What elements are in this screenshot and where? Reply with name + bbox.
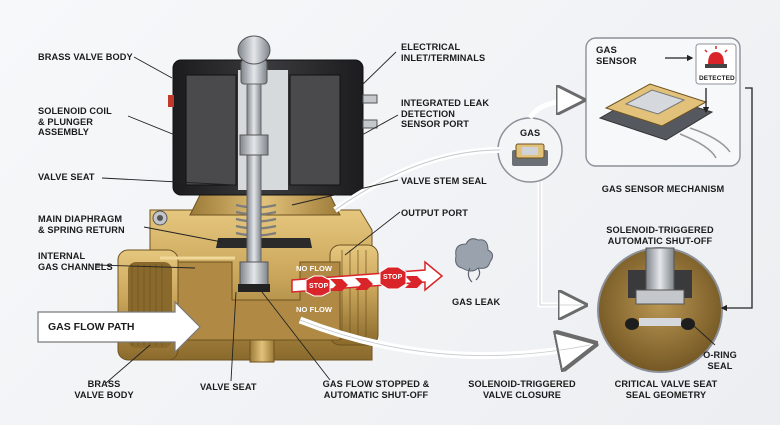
label-solenoid-coil: SOLENOID COIL & PLUNGER ASSEMBLY xyxy=(38,106,112,137)
label-internal-channels: INTERNAL GAS CHANNELS xyxy=(38,251,113,272)
label-main-diaphragm: MAIN DIAPHRAGM & SPRING RETURN xyxy=(38,214,125,235)
label-valve-seat-left: VALVE SEAT xyxy=(38,172,95,182)
label-detected: DETECTED xyxy=(699,75,735,82)
label-critical-valve-seat: CRITICAL VALVE SEAT SEAL GEOMETRY xyxy=(614,379,718,400)
stop-sign-2 xyxy=(379,266,407,290)
label-gas-sensor-mechanism: GAS SENSOR MECHANISM xyxy=(601,184,725,194)
stop-sign-1 xyxy=(305,275,331,297)
label-solenoid-triggered-closure: SOLENOID-TRIGGERED VALVE CLOSURE xyxy=(468,379,576,400)
flow-connector-arrows xyxy=(298,54,753,356)
plunger-stem xyxy=(237,35,271,292)
label-oring-seal: O-RING SEAL xyxy=(703,350,737,371)
label-gas-flow-path: GAS FLOW PATH xyxy=(48,321,135,333)
label-integrated-leak: INTEGRATED LEAK DETECTION SENSOR PORT xyxy=(401,98,490,129)
label-leader-lines xyxy=(95,51,716,384)
label-no-flow-bottom: NO FLOW xyxy=(296,305,333,314)
gas-flow-path-arrow xyxy=(37,300,201,354)
brass-valve-body xyxy=(117,194,379,363)
valve-seat-detail-circle xyxy=(597,247,723,373)
label-brass-valve-body-top: BRASS VALVE BODY xyxy=(38,52,133,62)
label-brass-valve-body-bottom: BRASS VALVE BODY xyxy=(74,379,134,400)
label-gas-sensor: GAS SENSOR xyxy=(596,45,637,67)
label-solenoid-triggered-auto: SOLENOID-TRIGGERED AUTOMATIC SHUT-OFF xyxy=(606,225,714,246)
gas-leak-cloud-icon xyxy=(455,238,494,283)
alert-siren-icon xyxy=(704,46,728,53)
label-valve-seat-bottom: VALVE SEAT xyxy=(200,382,257,392)
label-stop-1: STOP xyxy=(309,283,329,290)
label-valve-stem-seal: VALVE STEM SEAL xyxy=(401,176,487,186)
label-gas-flow-stopped: GAS FLOW STOPPED & AUTOMATIC SHUT-OFF xyxy=(322,379,430,400)
gas-sensor-panel xyxy=(585,37,741,167)
label-no-flow-top: NO FLOW xyxy=(296,264,333,273)
label-electrical-inlet: ELECTRICAL INLET/TERMINALS xyxy=(401,42,486,63)
solenoid-coil-assembly xyxy=(168,59,378,196)
label-gas-bubble: GAS xyxy=(520,128,541,138)
label-output-port: OUTPUT PORT xyxy=(401,208,468,218)
label-stop-2: STOP xyxy=(383,274,403,281)
label-gas-leak: GAS LEAK xyxy=(452,297,501,307)
gas-sensor-bubble xyxy=(497,117,563,183)
